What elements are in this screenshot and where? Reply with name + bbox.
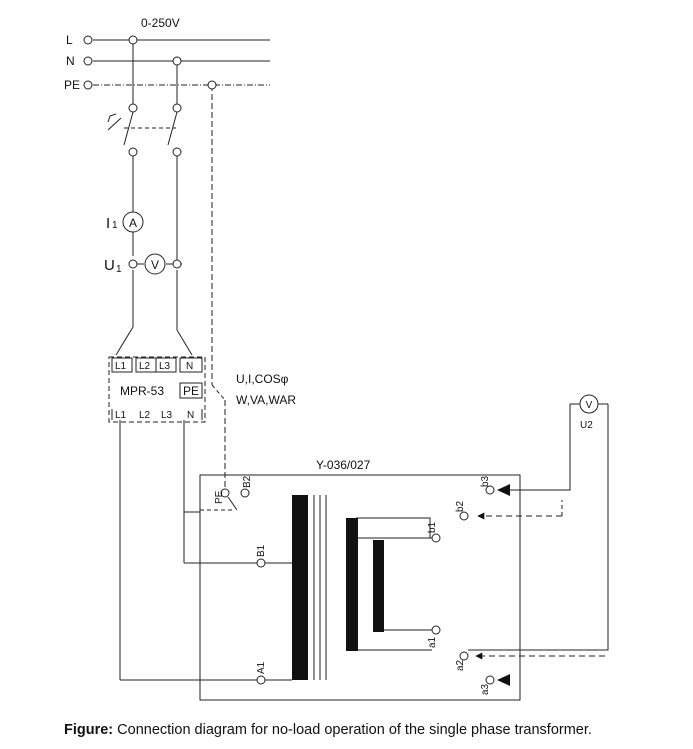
supply-lines <box>93 39 270 86</box>
terminal-L <box>83 35 93 45</box>
transformer-core <box>292 495 384 680</box>
meter-bottom-terminal: N <box>187 410 194 421</box>
ammeter-subscript: 1 <box>112 220 118 231</box>
u2-meter-symbol: V <box>586 400 593 411</box>
u2-measurement-loop <box>468 404 609 651</box>
figure-caption: Figure: Connection diagram for no-load o… <box>64 722 592 738</box>
secondary-winding-leads <box>356 517 431 538</box>
primary-terminal-A1: A1 <box>256 661 267 674</box>
mpr-53-meter-box <box>108 356 206 423</box>
voltmeter-subscript: 1 <box>116 264 122 275</box>
terminal-PE <box>83 80 93 90</box>
voltage-range-label: 0-250V <box>141 16 180 30</box>
secondary-terminal-b3: b3 <box>480 475 491 487</box>
meter-readings-line1: U,I,COSφ <box>236 372 289 386</box>
meter-readings-line2: W,VA,WAR <box>236 393 296 407</box>
ammeter: A <box>122 211 144 233</box>
primary-terminal-B2: B2 <box>242 475 253 488</box>
caption-text: Connection diagram for no-load operation… <box>117 722 592 738</box>
u2-label: U2 <box>580 420 593 431</box>
voltmeter-u2: V <box>579 394 599 414</box>
caption-prefix: Figure: <box>64 722 114 738</box>
primary-terminal-B1: B1 <box>256 544 267 557</box>
protective-earth-path <box>211 85 226 490</box>
line-PE-label: PE <box>64 78 80 92</box>
secondary-terminal-a3: a3 <box>480 683 491 695</box>
meter-pe-terminal: PE <box>183 384 199 398</box>
meter-top-terminal: L3 <box>159 361 171 372</box>
meter-name: MPR-53 <box>120 384 164 398</box>
secondary-terminal-b2: b2 <box>455 500 466 512</box>
double-pole-switch <box>107 111 178 146</box>
secondary-terminal-a2: a2 <box>455 659 466 671</box>
voltmeter-u1: V <box>144 253 166 275</box>
meter-top-terminal: L1 <box>115 361 127 372</box>
line-L-label: L <box>66 33 73 47</box>
transformer-enclosure <box>199 474 521 701</box>
primary-leads <box>119 420 257 681</box>
meter-bottom-terminal: L1 <box>115 410 127 421</box>
terminal-N <box>83 56 93 66</box>
meter-bottom-terminal: L3 <box>161 410 173 421</box>
voltmeter-symbol: V <box>151 258 159 272</box>
ammeter-symbol: A <box>129 216 137 230</box>
neutral-conductor <box>176 61 193 356</box>
ammeter-variable: I <box>106 215 110 232</box>
transformer-name: Y-036/027 <box>316 458 371 472</box>
phase-conductor <box>115 40 134 356</box>
line-N-label: N <box>66 54 75 68</box>
meter-top-terminal: L2 <box>139 361 151 372</box>
meter-top-terminal: N <box>186 361 193 372</box>
voltmeter-variable: U <box>104 257 115 274</box>
secondary-terminal-a1: a1 <box>427 636 438 648</box>
meter-bottom-terminal: L2 <box>139 410 151 421</box>
secondary-terminal-b1: b1 <box>427 521 438 533</box>
pe-terminal-label: PE <box>214 490 225 504</box>
